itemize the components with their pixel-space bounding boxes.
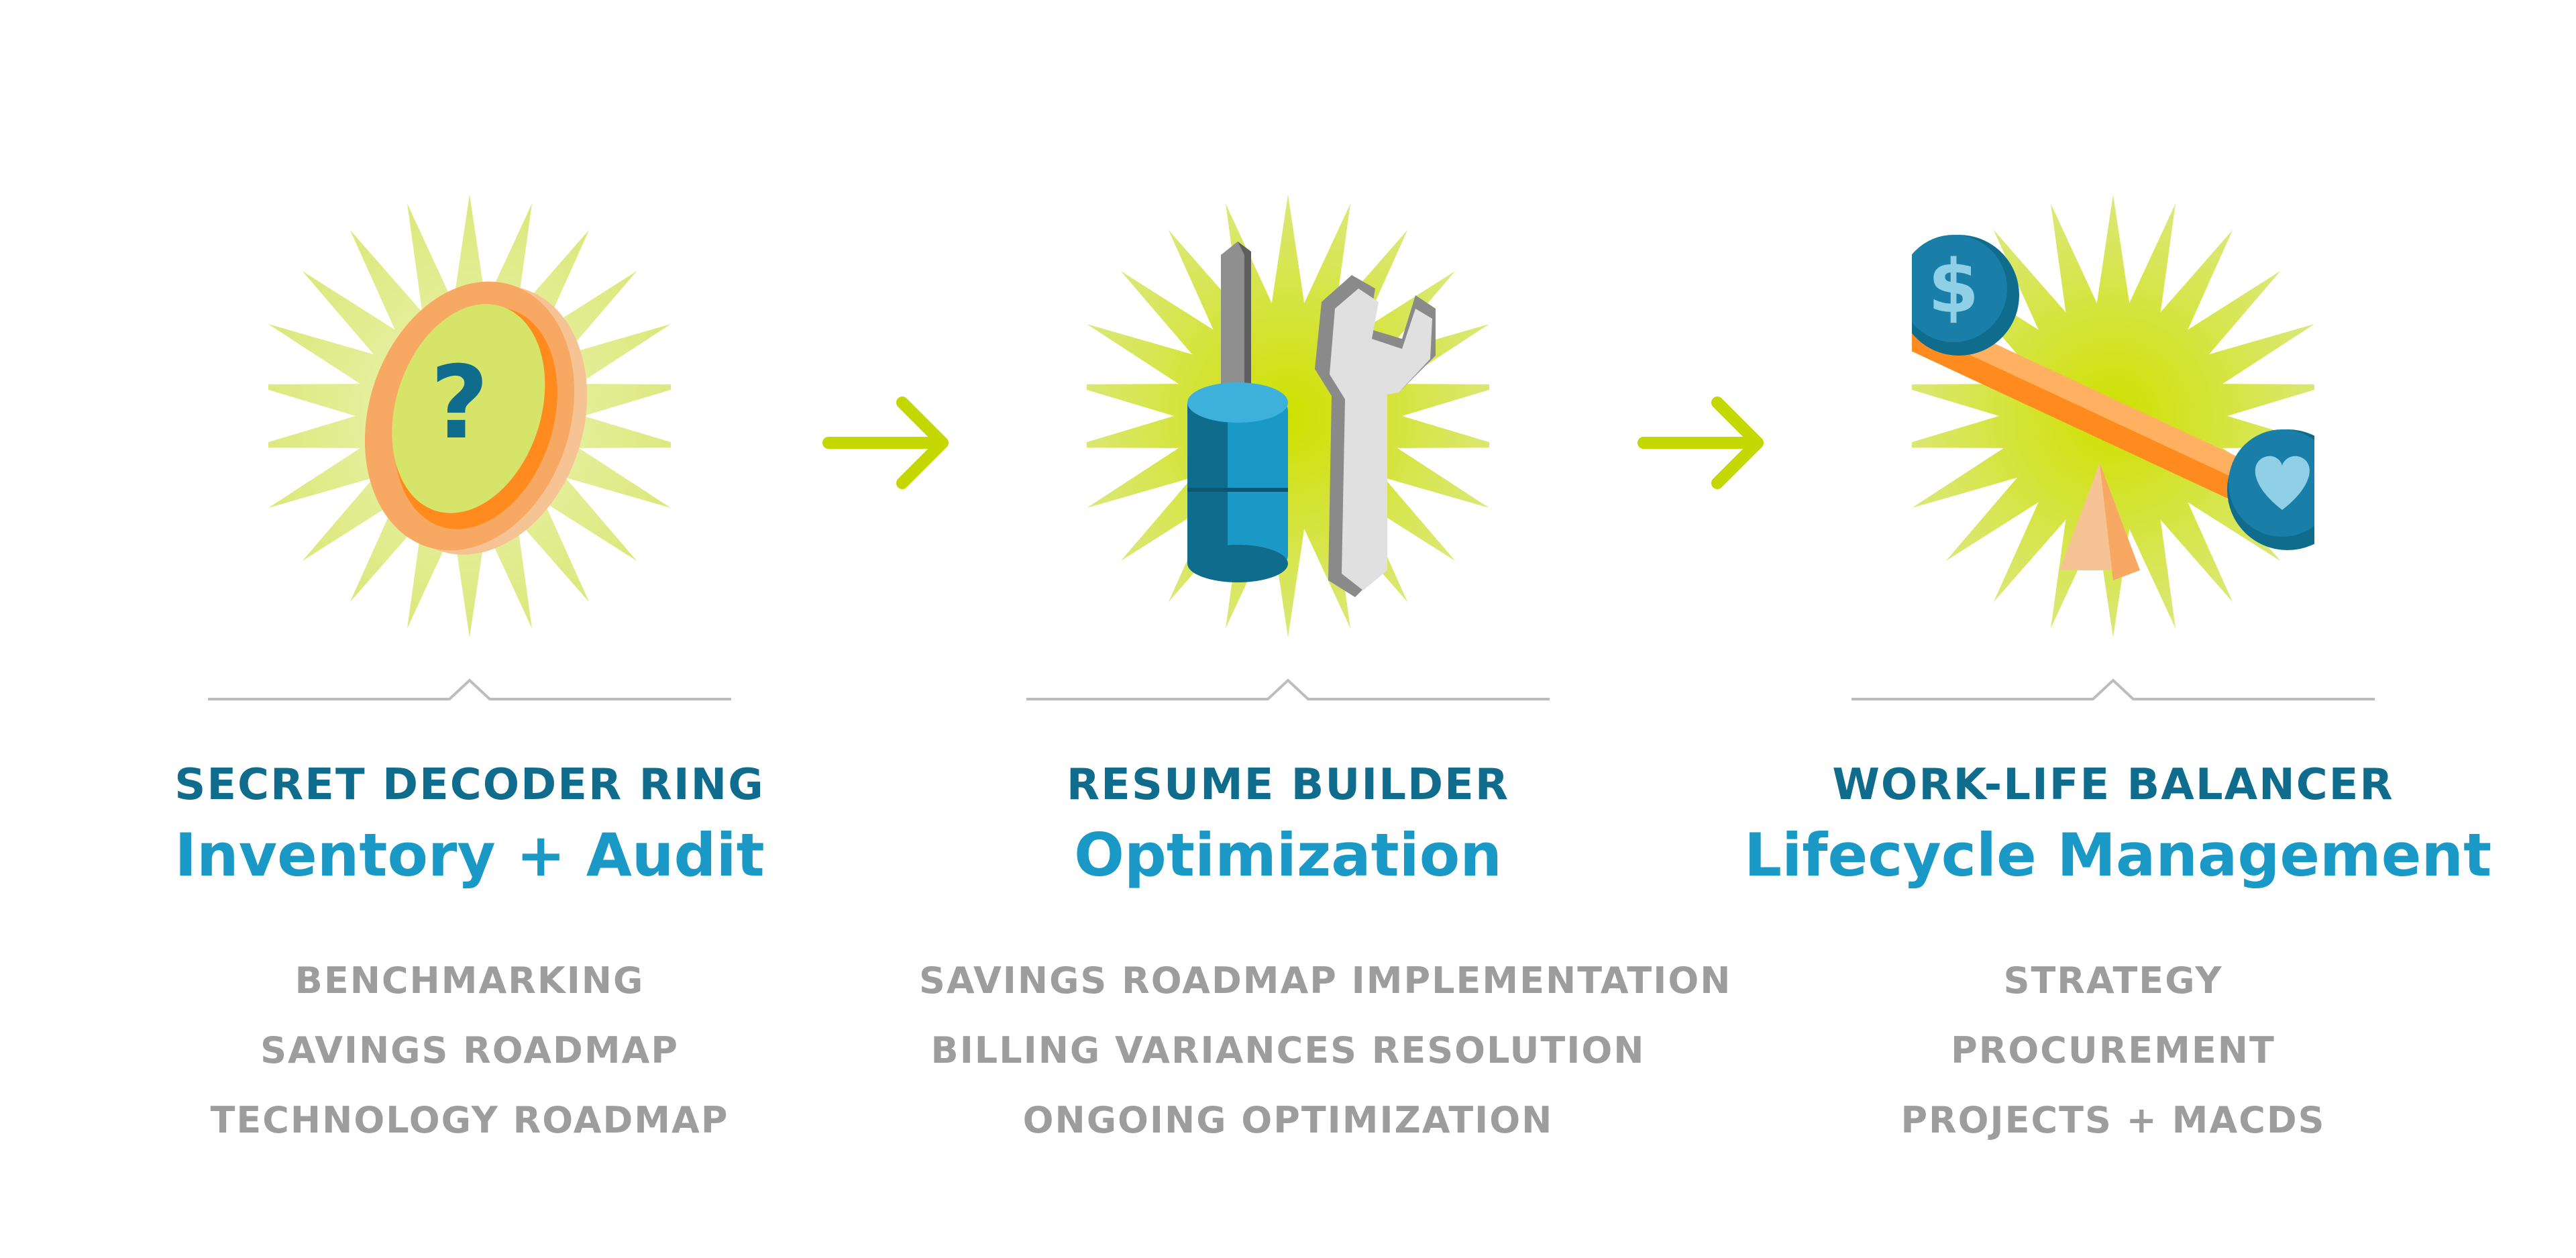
stage-item: STRATEGY <box>2003 959 2223 1002</box>
stage-headline: Lifecycle Management <box>1744 821 2492 890</box>
dollar-coin-icon: $ <box>1912 235 2019 356</box>
stage-item: PROCUREMENT <box>1951 1029 2275 1071</box>
stage-inventory-audit: ? SECRET DECODER RING Inventory + Audit … <box>101 0 839 1258</box>
stage-kicker: WORK-LIFE BALANCER <box>1832 760 2394 810</box>
stage-item: BENCHMARKING <box>294 959 645 1002</box>
divider-line <box>1851 678 2375 704</box>
screwdriver-wrench-icon <box>1087 195 1489 637</box>
stage-lifecycle-management: $ WORK-LIFE BALANCER Lifecycle Managemen… <box>1744 0 2492 1258</box>
screwdriver-shape <box>1187 242 1288 582</box>
arrow-right-icon <box>822 389 956 496</box>
arrow-right-icon <box>1637 389 1771 496</box>
stage-item: ONGOING OPTIMIZATION <box>1022 1099 1554 1141</box>
divider-line <box>208 678 731 704</box>
question-mark-icon: ? <box>430 345 488 462</box>
stage-item: SAVINGS ROADMAP <box>260 1029 679 1071</box>
svg-text:$: $ <box>1928 244 1980 329</box>
stage-item: SAVINGS ROADMAP IMPLEMENTATION <box>919 959 1732 1002</box>
stage-kicker: RESUME BUILDER <box>1066 760 1510 810</box>
stage-item: TECHNOLOGY ROADMAP <box>210 1099 729 1141</box>
stage-headline: Inventory + Audit <box>174 821 765 890</box>
stage-headline: Optimization <box>1074 821 1502 890</box>
plank-shape <box>1912 305 2314 539</box>
stage-item: BILLING VARIANCES RESOLUTION <box>930 1029 1646 1071</box>
heart-coin-icon <box>2227 429 2314 550</box>
decoder-ring-icon: ? <box>268 195 671 637</box>
stage-item: PROJECTS + MACDS <box>1900 1099 2326 1141</box>
stage-kicker: SECRET DECODER RING <box>174 760 765 810</box>
balance-seesaw-icon: $ <box>1912 195 2314 637</box>
divider-line <box>1026 678 1550 704</box>
ring-shape <box>364 281 588 555</box>
stage-optimization: RESUME BUILDER Optimization SAVINGS ROAD… <box>919 0 1732 1258</box>
wrench-shape <box>1315 275 1436 597</box>
